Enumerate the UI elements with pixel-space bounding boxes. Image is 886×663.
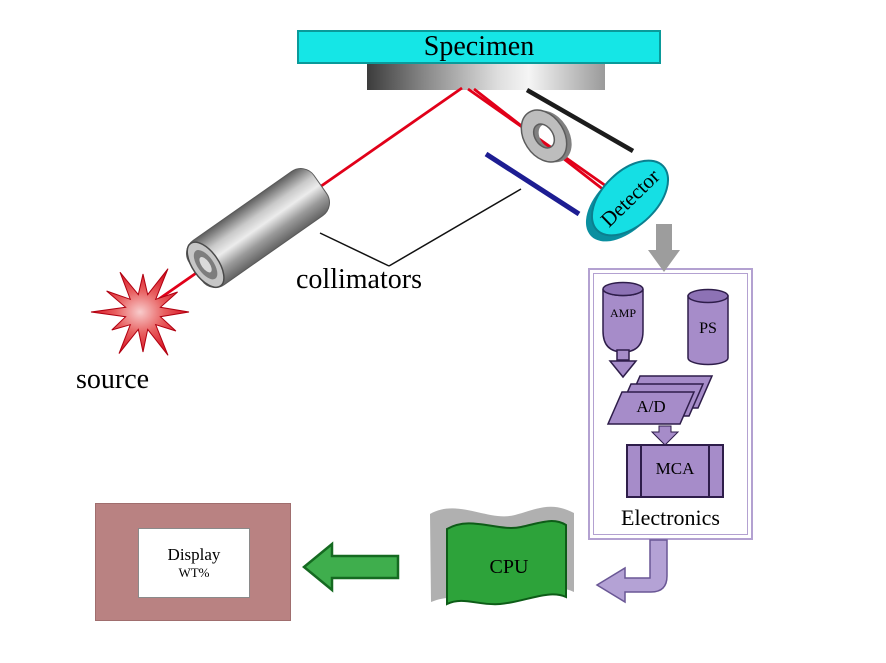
mca-label: MCA xyxy=(655,459,695,478)
display-wt-percent-label: WT% xyxy=(178,565,210,580)
electronics-label: Electronics xyxy=(621,505,720,530)
sample-holder-bar xyxy=(367,64,605,90)
specimen-label: Specimen xyxy=(423,31,535,62)
collimator-plate-blue xyxy=(484,151,581,217)
cpu-green-banner xyxy=(446,520,567,606)
collimator-pointer-lines xyxy=(319,188,522,267)
ring-collimator-front xyxy=(520,109,568,163)
amp-label: AMP xyxy=(609,306,636,320)
electronics-to-cpu-arrow xyxy=(595,539,668,604)
source-starburst xyxy=(90,268,190,356)
electronics-box-inner-border xyxy=(593,273,748,535)
ad-to-mca-arrow xyxy=(650,425,680,446)
detector-disk-face xyxy=(590,159,670,237)
amp-top-ellipse xyxy=(602,281,644,297)
pointer-line-to-plates xyxy=(388,188,522,267)
specimen-box: Specimen xyxy=(297,30,661,64)
ps-cylinder xyxy=(687,295,729,366)
ps-top-ellipse xyxy=(687,288,729,304)
emitted-beam-lower xyxy=(473,87,619,203)
ad-label: A/D xyxy=(636,397,666,416)
electronics-internals xyxy=(602,281,729,498)
cpu-flag xyxy=(430,506,574,606)
display-monitor: Display WT% xyxy=(95,503,291,621)
detector-to-electronics-arrow xyxy=(648,224,680,272)
cpu-label: CPU xyxy=(489,556,529,578)
display-screen: Display WT% xyxy=(138,528,250,598)
ad-card-front xyxy=(606,391,696,425)
ps-label: PS xyxy=(699,320,717,337)
display-label: Display xyxy=(167,545,221,564)
amp-stem xyxy=(616,349,630,361)
collimator-plate-black xyxy=(525,88,635,153)
collimator-tube xyxy=(186,168,330,289)
detector-disk xyxy=(585,159,670,242)
ring-collimator xyxy=(520,109,572,163)
collimator-tube-bore xyxy=(199,256,212,273)
mca-box xyxy=(626,444,724,498)
electronics-box xyxy=(588,268,753,540)
cpu-to-display-arrow xyxy=(302,541,400,593)
collimators-label: collimators xyxy=(296,264,422,295)
amp-to-ad-arrow xyxy=(608,360,638,379)
pointer-line-to-tube xyxy=(319,232,390,267)
source-label: source xyxy=(76,364,150,395)
